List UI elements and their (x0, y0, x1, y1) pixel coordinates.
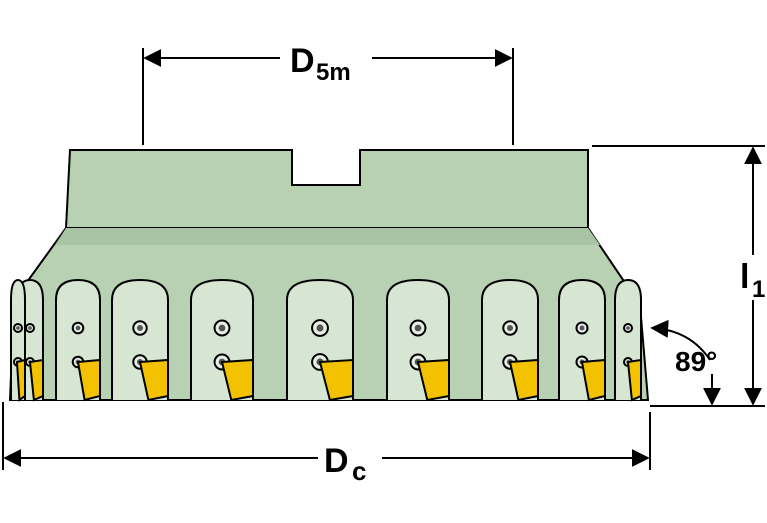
l1-label-main: l (740, 258, 749, 296)
cutter-tooth (55, 278, 101, 402)
d5m-label-sub: 5m (316, 59, 351, 86)
dc-label-sub: c (352, 456, 366, 486)
dc-label-main: D (324, 442, 349, 480)
insert (220, 358, 254, 402)
cutter-tooth (190, 278, 254, 402)
insert (318, 358, 354, 402)
angle-annotation: 89° (650, 319, 721, 406)
insert (138, 358, 169, 402)
cutter-top-block (64, 149, 589, 229)
cutter-tooth (614, 278, 642, 402)
cutter-teeth (10, 278, 642, 402)
l1-dimension: l 1 (592, 145, 765, 407)
insert (15, 358, 26, 402)
insert (508, 358, 539, 402)
dc-dimension: D c (2, 402, 651, 486)
insert (580, 358, 606, 402)
cutter-tooth (111, 278, 169, 402)
d5m-label-main: D (290, 42, 315, 80)
angle-label: 89° (675, 346, 717, 377)
d5m-dimension: D 5m (142, 42, 514, 145)
insert (28, 358, 44, 402)
cutter-tooth (558, 278, 606, 402)
insert (416, 358, 450, 402)
cutter-tooth (10, 278, 26, 402)
cutter-tooth (386, 278, 450, 402)
cutter-tooth (286, 278, 354, 402)
insert (76, 358, 101, 402)
cutter-tooth (481, 278, 539, 402)
insert (626, 358, 642, 402)
l1-label-sub: 1 (752, 276, 765, 303)
